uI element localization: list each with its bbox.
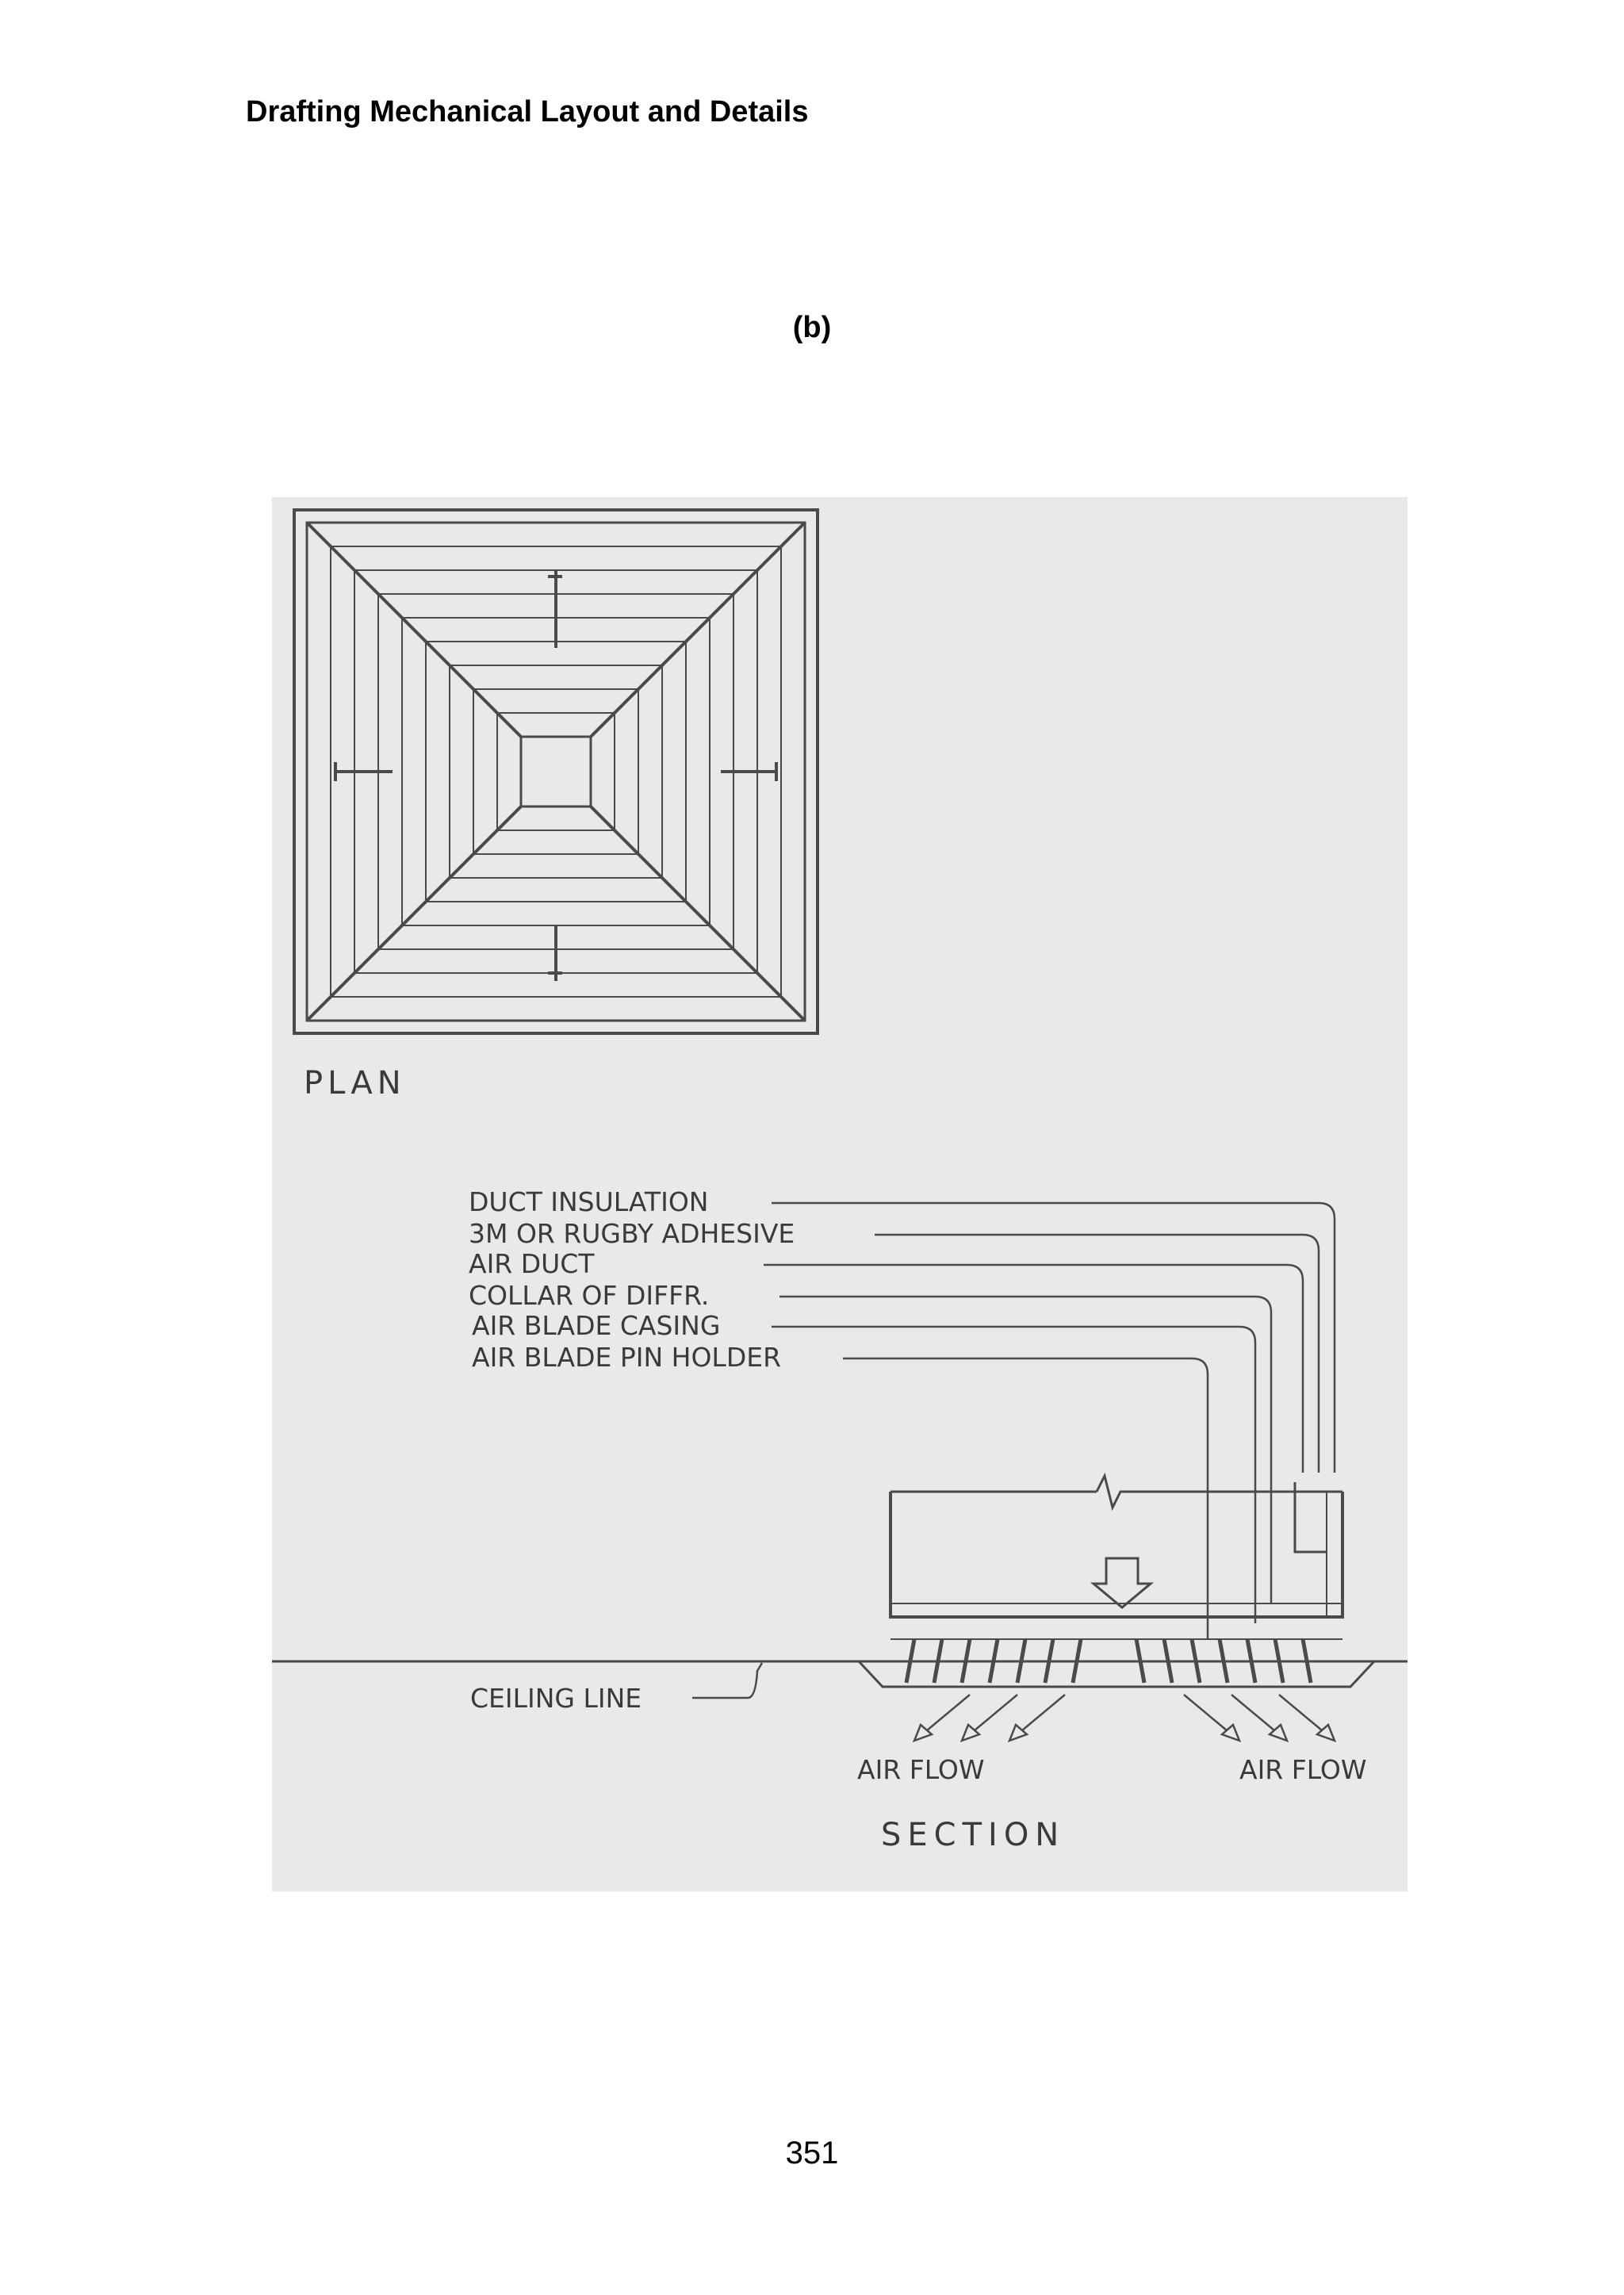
plan-title: PLAN: [304, 1065, 406, 1102]
callout-air-duct: AIR DUCT: [469, 1248, 595, 1279]
plan-view: [293, 508, 819, 1035]
ceiling-line-label: CEILING LINE: [470, 1683, 642, 1714]
section-title: SECTION: [881, 1817, 1065, 1853]
callout-collar: COLLAR OF DIFFR.: [469, 1280, 709, 1311]
airflow-right-label: AIR FLOW: [1239, 1754, 1367, 1785]
callout-pin-holder: AIR BLADE PIN HOLDER: [472, 1342, 781, 1373]
page-number: 351: [785, 2136, 839, 2170]
callout-duct-insulation: DUCT INSULATION: [469, 1186, 708, 1217]
diffuser-drawing: PLAN DUCT INSULATION 3M OR RUGBY ADHESIV…: [272, 497, 1408, 1891]
section-view: [272, 1472, 1408, 1743]
page-header-title: Drafting Mechanical Layout and Details: [246, 95, 809, 128]
airflow-left-label: AIR FLOW: [857, 1754, 985, 1785]
callout-leaders: [764, 1201, 1336, 1639]
callout-adhesive: 3M OR RUGBY ADHESIVE: [469, 1218, 795, 1249]
callout-blade-casing: AIR BLADE CASING: [472, 1310, 720, 1341]
figure-label: (b): [792, 311, 832, 344]
